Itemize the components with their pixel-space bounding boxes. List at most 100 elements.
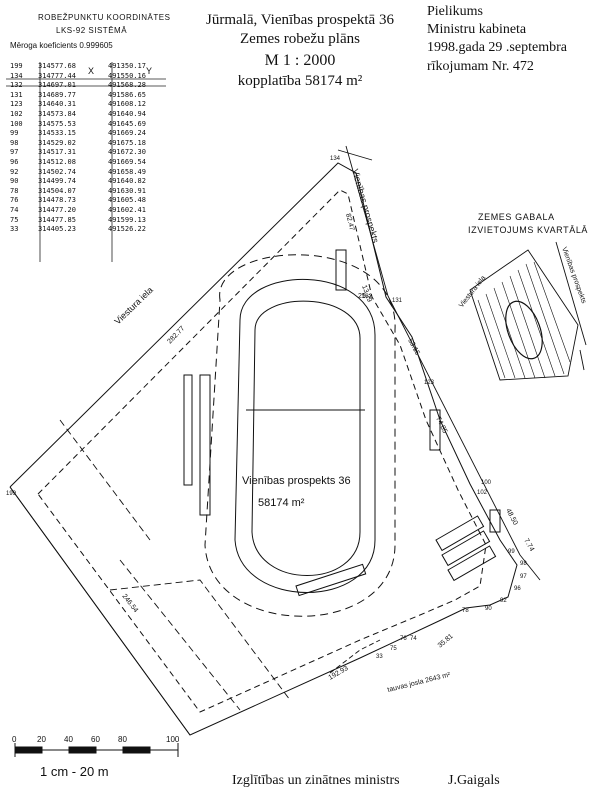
scale-tick-60: 60 [91,735,100,744]
x-coord-cell: 314477.20 [38,205,76,214]
coord-title: ROBEŽPUNKTU KOORDINĀTES [38,13,171,22]
x-coord-cell: 314573.84 [38,109,76,118]
table-row: 33 314405.23 491526.22 [6,225,174,235]
x-coord-cell: 314405.23 [38,225,76,234]
table-row: 102 314573.84 491640.94 [6,110,174,120]
point-100: 100 [481,480,492,486]
y-coord-cell: 491675.18 [108,138,146,147]
x-coord-cell: 314499.74 [38,177,76,186]
point-id-cell: 199 [10,62,23,70]
y-coord-cell: 491630.91 [108,186,146,195]
street-edges [9,145,541,736]
easement-label: tauvas josla 2643 m² [387,671,452,694]
point-id-cell: 76 [10,196,19,205]
y-coord-cell: 491658.49 [108,167,146,176]
x-coord-cell: 314478.73 [38,196,76,205]
dim-774: 7.74 [522,538,535,553]
scale-tick-0: 0 [12,735,17,744]
scale-coefficient: Mēroga koeficients 0.999605 [10,41,113,50]
inset-map [469,241,587,381]
scale-tick-100: 100 [166,735,180,744]
x-coord-cell: 314529.02 [38,138,76,147]
dim-24654: 246.54 [120,593,139,614]
point-74: 74 [410,636,417,642]
y-coord-cell: 491640.82 [108,177,146,186]
x-coord-cell: 314512.08 [38,157,76,166]
point-102: 102 [477,490,488,496]
y-coord-cell: 491599.13 [108,215,146,224]
stadium-track [183,249,441,617]
dim-4850: 48.50 [504,508,518,527]
point-id-cell: 78 [10,186,19,195]
inset-title: ZEMES GABALA [478,212,555,222]
point-199: 199 [6,491,17,497]
plan-total-area: kopplatība 58174 m² [237,73,363,89]
easement-line [329,639,381,674]
point-id-cell: 75 [10,215,19,224]
parcel-area: 58174 m² [258,497,305,509]
point-99: 99 [508,549,515,555]
point-id-cell: 99 [10,129,19,138]
plan-address: Jūrmalā, Vienības prospektā 36 [206,12,394,28]
y-coord-cell: 491669.24 [108,129,146,138]
x-coord-cell: 314577.68 [38,62,76,70]
point-90: 90 [485,606,492,612]
point-id-cell: 102 [10,109,23,118]
point-id-cell: 100 [10,119,23,128]
table-row: 90 314499.74 491640.82 [6,177,174,187]
scale-tick-80: 80 [118,735,127,744]
point-id-cell: 74 [10,205,19,214]
x-coord-cell: 314502.74 [38,167,76,176]
point-id-cell: 97 [10,148,19,157]
point-131: 131 [392,298,403,304]
dim-3581: 35.81 [437,633,455,650]
x-coord-cell: 314517.31 [38,148,76,157]
signatory-role: Izglītības un zinātnes ministrs [232,773,400,788]
table-row: 74 314477.20 491602.41 [6,206,174,216]
parcel-label: Vienības prospekts 36 [242,475,351,487]
scale-tick-40: 40 [64,735,73,744]
appendix-cabinet: Ministru kabineta [427,22,527,37]
appendix-label: Pielikums [427,4,484,19]
buildings [435,509,501,582]
point-134: 134 [330,156,341,162]
point-id-cell: 90 [10,177,19,186]
y-coord-cell: 491640.94 [108,109,146,118]
inset-subtitle: IZVIETOJUMS KVARTĀLĀ [468,225,589,235]
point-78: 78 [462,608,469,614]
appendix-date: 1998.gada 29 .septembra [427,40,567,55]
dim-8247: 82.47 [344,213,355,232]
y-coord-cell: 491608.12 [108,100,146,109]
point-123: 123 [424,380,435,386]
inset-street-vienibas: Vienības prospekts [560,246,587,305]
y-coord-cell: 491672.30 [108,148,146,157]
col-header-y: Y [146,66,153,76]
x-coord-cell: 314689.77 [38,90,76,99]
dim-28277: 282.77 [166,325,186,345]
point-132: 132 [362,294,373,300]
y-coord-cell: 491605.48 [108,196,146,205]
x-coord-cell: 314640.31 [38,100,76,109]
dim-25: 25 [358,293,366,300]
point-id-cell: 33 [10,225,19,234]
y-coord-cell: 491602.41 [108,205,146,214]
point-id-cell: 98 [10,138,19,147]
point-id-cell: 96 [10,157,19,166]
point-92: 92 [500,598,507,604]
appendix-order: rīkojumam Nr. 472 [427,59,534,74]
point-id-cell: 132 [10,81,23,90]
y-coord-cell: 491526.22 [108,225,146,234]
x-coord-cell: 314777.44 [38,71,76,80]
